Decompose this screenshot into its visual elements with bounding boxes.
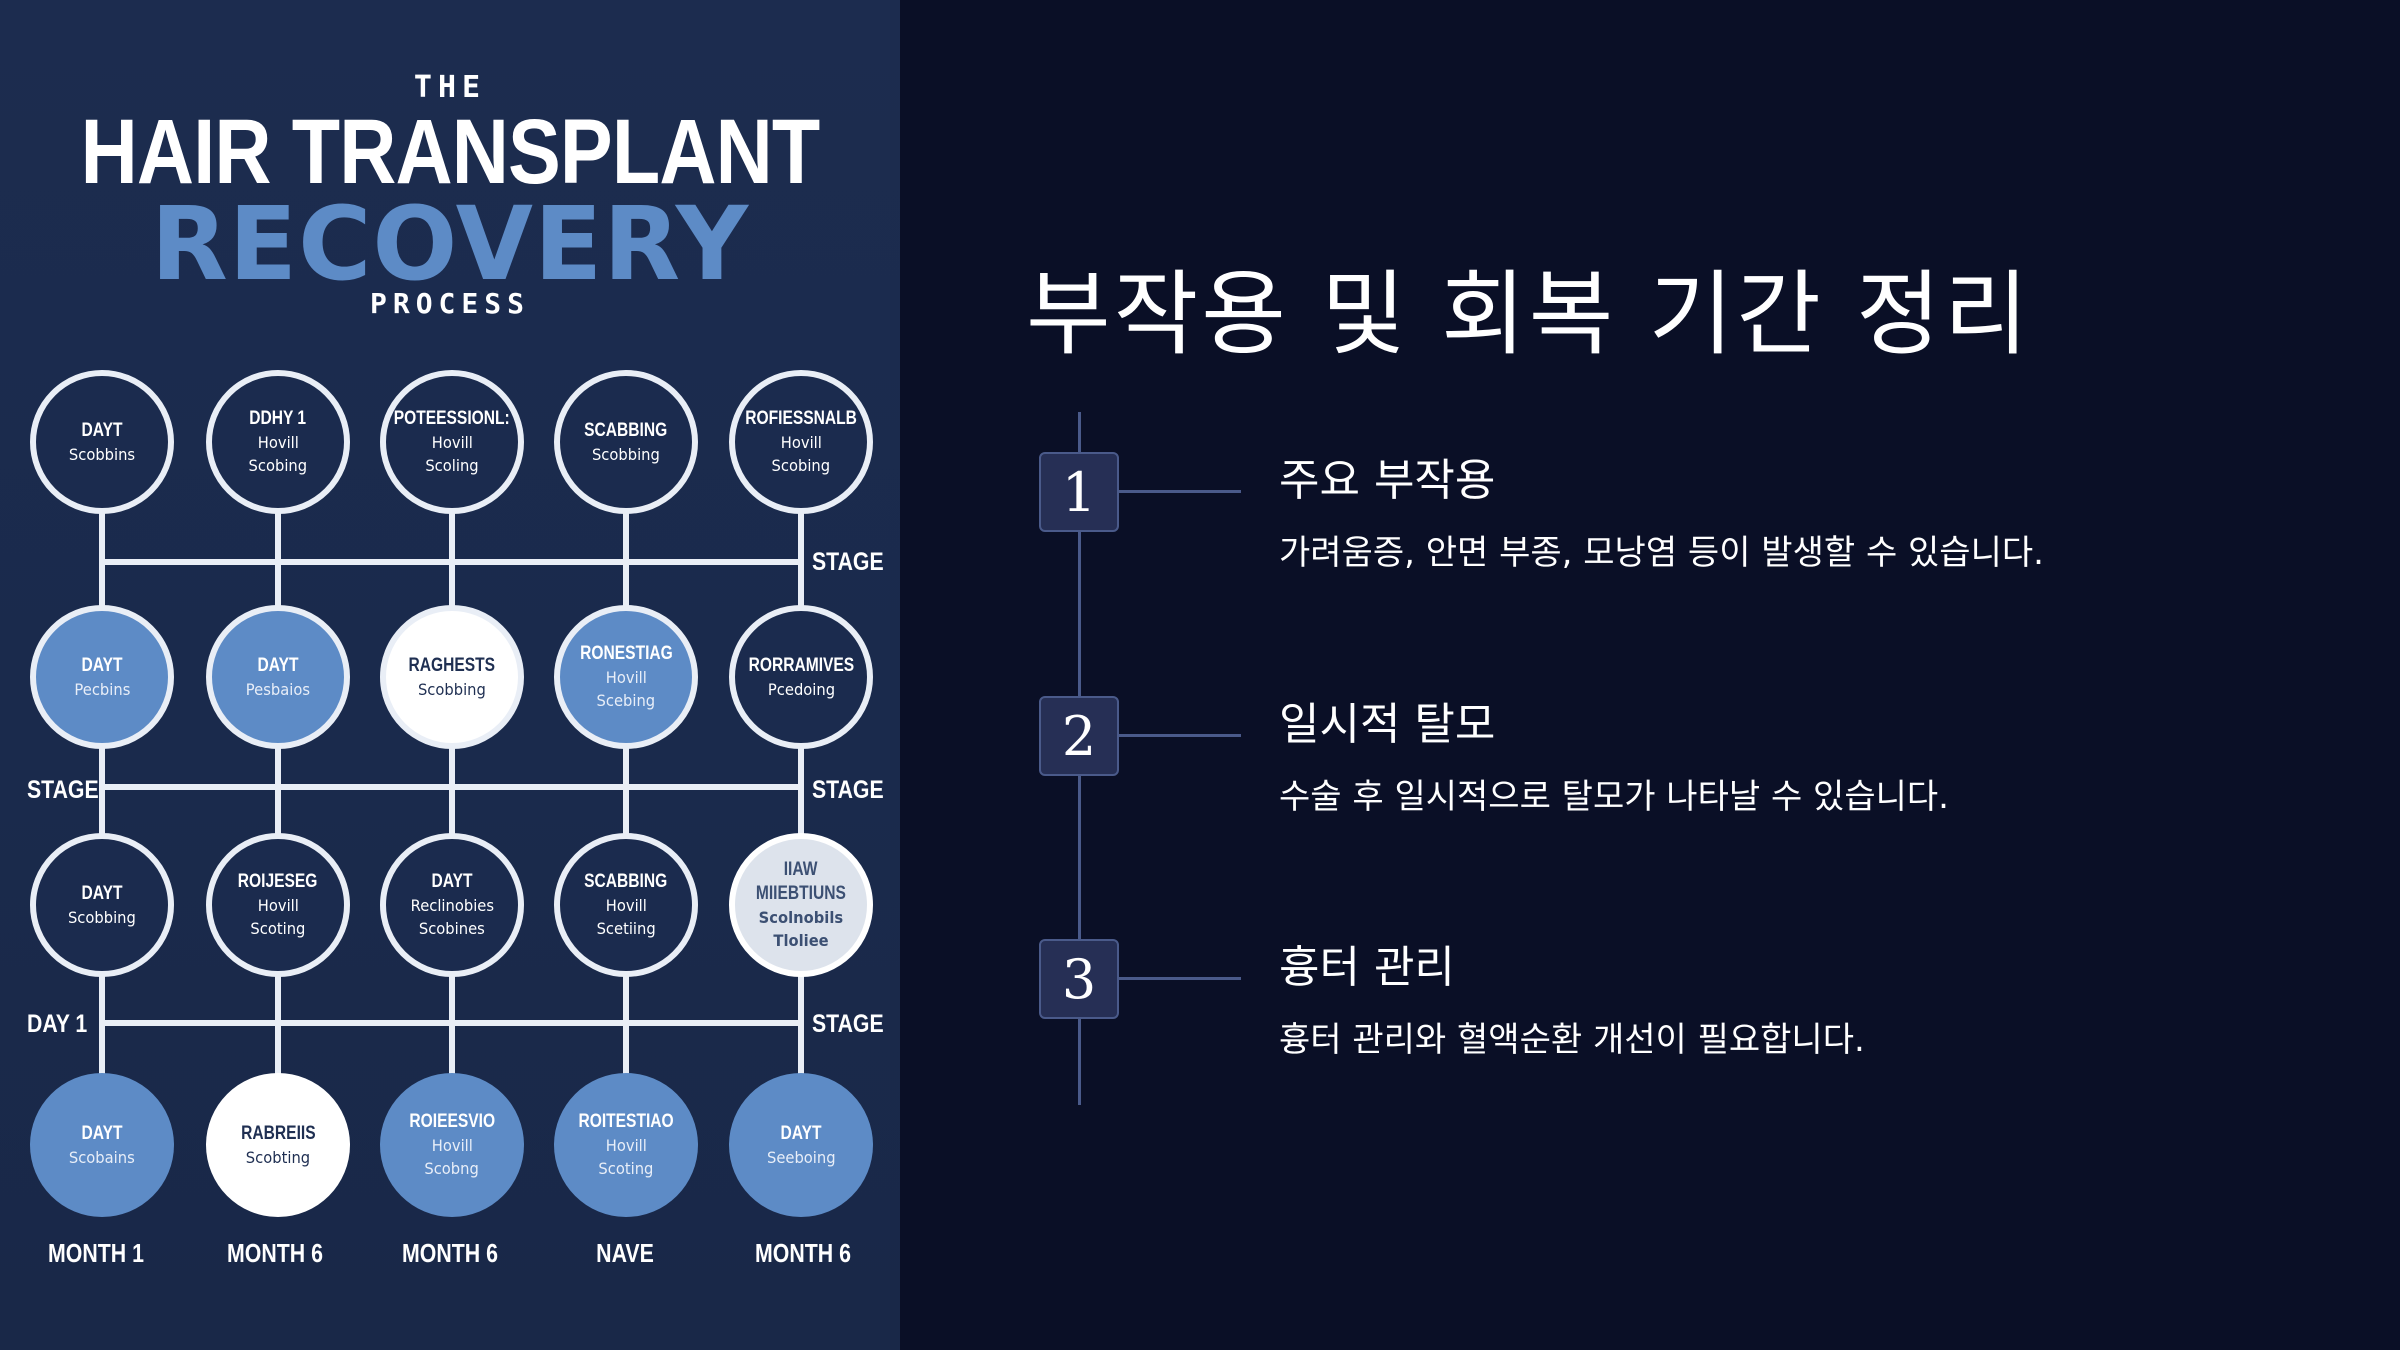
month-label: MONTH 6 [755,1238,851,1268]
stage-label-right-1: STAGE [812,548,884,576]
stage-circle: ROFIESSNALB Hovill Scobing [729,370,873,514]
stage-circle: DAYT Pesbaios [206,605,350,749]
stage-circle: RONESTIAG Hovill Scebing [554,605,698,749]
grid-vline-4 [623,508,629,1076]
title-hair-transplant: HAIR TRANSPLANT [80,101,821,203]
timeline-connector [1119,490,1241,493]
stage-label-right-3: STAGE [812,1010,884,1038]
stage-circle: DAYT Scobbins [30,370,174,514]
stage-circle: DAYT Reclinobies Scobines [380,833,524,977]
item-description: 수술 후 일시적으로 탈모가 나타날 수 있습니다. [1279,777,1949,817]
month-label: NAVE [596,1238,654,1268]
stage-label-left-2: STAGE [27,776,99,804]
step-number-badge: 1 [1039,452,1119,532]
grid-vline-1 [99,508,105,1076]
title-recovery: RECOVERY [150,185,750,304]
stage-circle: ROIEESVIO Hovill Scobng [380,1073,524,1217]
stage-circle: DAYT Pecbins [30,605,174,749]
stage-label-left-3: DAY 1 [27,1010,88,1038]
month-label: MONTH 6 [402,1238,498,1268]
infographic-panel: THE HAIR TRANSPLANT RECOVERY PROCESS STA… [0,0,900,1350]
item-title: 일시적 탈모 [1279,699,1496,750]
stage-circle: RORRAMIVES Pcedoing [729,605,873,749]
stage-label-right-2: STAGE [812,776,884,804]
stage-circle: DAYT Scobains [30,1073,174,1217]
month-label: MONTH 6 [227,1238,323,1268]
page-title: 부작용 및 회복 기간 정리 [1026,261,2032,368]
stage-circle: SCABBING Hovill Scetiing [554,833,698,977]
item-description: 흉터 관리와 혈액순환 개선이 필요합니다. [1279,1020,1865,1060]
item-title: 주요 부작용 [1279,455,1496,506]
stage-circle: IIAW MIIEBTIUNS Scolnobils Tloliee [729,833,873,977]
step-number-badge: 3 [1039,939,1119,1019]
stage-circle: DDHY 1 Hovill Scobing [206,370,350,514]
stage-circle: RABREIIS Scobting [206,1073,350,1217]
grid-vline-3 [449,508,455,1076]
timeline-connector [1119,734,1241,737]
step-number-badge: 2 [1039,696,1119,776]
stage-circle: POTEESSIONL: Hovill Scoling [380,370,524,514]
item-title: 흉터 관리 [1279,942,1455,993]
stage-circle: RAGHESTS Scobbing [380,605,524,749]
stage-circle: ROIJESEG Hovill Scoting [206,833,350,977]
stage-circle: DAYT Scobbing [30,833,174,977]
title-process: PROCESS [369,287,530,320]
item-description: 가려움증, 안면 부종, 모낭염 등이 발생할 수 있습니다. [1279,533,2044,573]
timeline-connector [1119,977,1241,980]
grid-vline-5 [798,508,804,1076]
grid-vline-2 [275,508,281,1076]
title-the: THE [413,70,487,105]
stage-circle: ROITESTIAO Hovill Scoting [554,1073,698,1217]
stage-circle: SCABBING Scobbing [554,370,698,514]
month-label: MONTH 1 [48,1238,144,1268]
stage-circle: DAYT Seeboing [729,1073,873,1217]
